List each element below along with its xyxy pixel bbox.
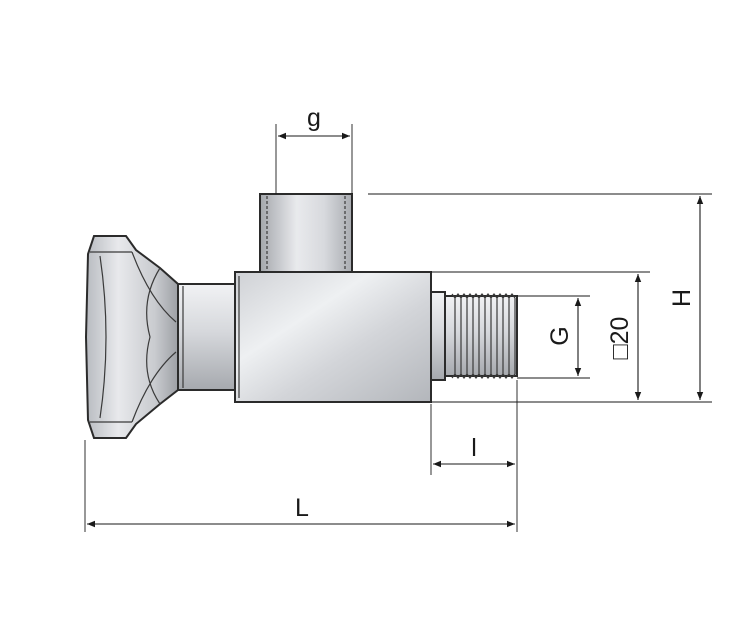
label-l: l: [471, 434, 477, 462]
dimension-L: L: [87, 494, 515, 528]
dimension-l: l: [433, 434, 515, 468]
label-L: L: [295, 494, 309, 522]
label-square20: □20: [606, 317, 634, 360]
threaded-stud: [430, 291, 518, 381]
label-H: H: [668, 289, 696, 307]
label-g: g: [307, 104, 321, 132]
top-boss: [259, 193, 353, 273]
main-body: [234, 271, 432, 403]
dimension-H: H: [668, 196, 704, 400]
label-G: G: [546, 326, 574, 345]
star-knob: [84, 235, 179, 439]
extension-lines: [84, 124, 712, 532]
dimension-square20: □20: [606, 274, 642, 400]
dimension-g: g: [278, 104, 350, 140]
neck: [177, 283, 236, 391]
dimension-G: G: [546, 298, 582, 376]
clamp-part: [84, 193, 518, 439]
